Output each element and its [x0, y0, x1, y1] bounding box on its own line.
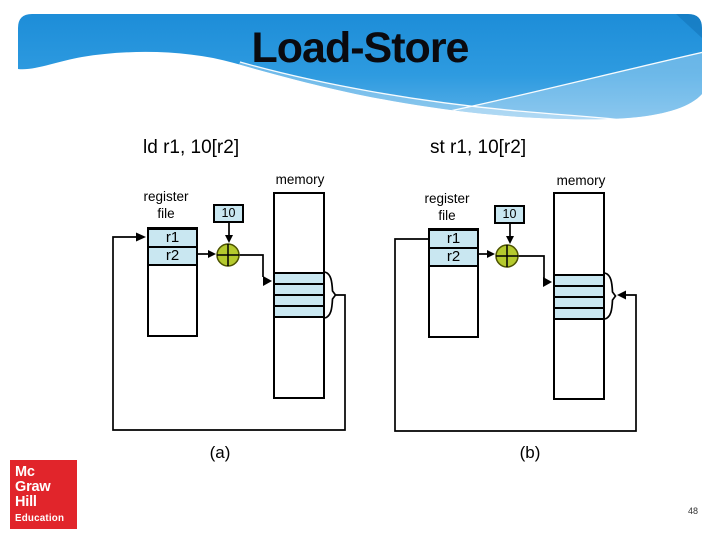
load-memory-highlight [273, 272, 325, 318]
load-register-r1: r1 [149, 230, 196, 248]
store-register-file-label-line2: file [438, 207, 456, 223]
load-register-file-box: r1 r2 [147, 227, 198, 337]
store-memory-highlight [553, 274, 605, 320]
load-offset-box: 10 [213, 204, 244, 223]
load-memory-highlight-row [275, 285, 323, 296]
store-register-file-label: register file [402, 191, 492, 224]
store-arrowhead-into-adder-left [487, 250, 495, 258]
store-memory-brace [604, 272, 617, 320]
load-caption: (a) [209, 443, 231, 462]
store-caption: (b) [519, 443, 541, 462]
store-memory-highlight-row [555, 298, 603, 309]
load-arrowhead-into-adder-left [208, 250, 216, 258]
store-arrowhead-into-adder-top [506, 236, 514, 244]
load-adder [216, 243, 240, 267]
store-memory-highlight-row [555, 287, 603, 298]
logo-line-mc: Mc [15, 464, 35, 480]
load-memory-highlight-row [275, 274, 323, 285]
load-register-file-label-line2: file [157, 205, 175, 221]
load-memory-highlight-row [275, 296, 323, 307]
store-register-file-label-line1: register [424, 191, 470, 206]
load-arrowhead-into-r1 [136, 232, 146, 242]
load-memory-label: memory [275, 172, 325, 187]
load-register-r2: r2 [149, 248, 196, 266]
load-memory-highlight-row [275, 307, 323, 316]
mcgraw-hill-logo: Mc Graw Hill Education [10, 460, 77, 529]
load-adder-to-memory-wire [239, 254, 264, 277]
load-memory-brace [324, 271, 337, 319]
load-register-file-label: register file [121, 189, 211, 222]
store-arrowhead-into-brace [617, 290, 626, 300]
store-arrowhead-into-memory [543, 277, 552, 287]
load-arrowhead-into-memory [263, 276, 272, 286]
header-wave-line-1 [239, 61, 702, 120]
load-instruction-label: ld r1, 10[r2] [143, 137, 240, 158]
slide-title: Load-Store [251, 24, 470, 72]
header-wave-graphic [18, 14, 702, 120]
store-instruction-label: st r1, 10[r2] [430, 137, 527, 158]
store-adder [495, 244, 519, 268]
store-adder-circle [495, 244, 519, 268]
logo-line-graw: Graw [15, 479, 51, 496]
store-adder-plus-icon [496, 245, 518, 267]
load-register-file-label-line1: register [143, 189, 189, 204]
store-offset-box: 10 [494, 205, 525, 224]
store-register-file-box: r1 r2 [428, 228, 479, 338]
store-register-r1: r1 [430, 231, 477, 249]
store-register-r2: r2 [430, 249, 477, 267]
load-adder-plus-icon [217, 244, 239, 266]
store-memory-highlight-row [555, 309, 603, 318]
store-adder-to-memory-wire [518, 255, 545, 278]
logo-line-education: Education [15, 513, 65, 525]
logo-line-hill: Hill [15, 494, 37, 511]
store-memory-highlight-row [555, 276, 603, 287]
header-corner-fold [676, 14, 702, 38]
page-number: 48 [688, 506, 699, 516]
store-memory-label: memory [556, 173, 606, 188]
load-arrowhead-into-adder-top [225, 235, 233, 243]
load-adder-circle [216, 243, 240, 267]
